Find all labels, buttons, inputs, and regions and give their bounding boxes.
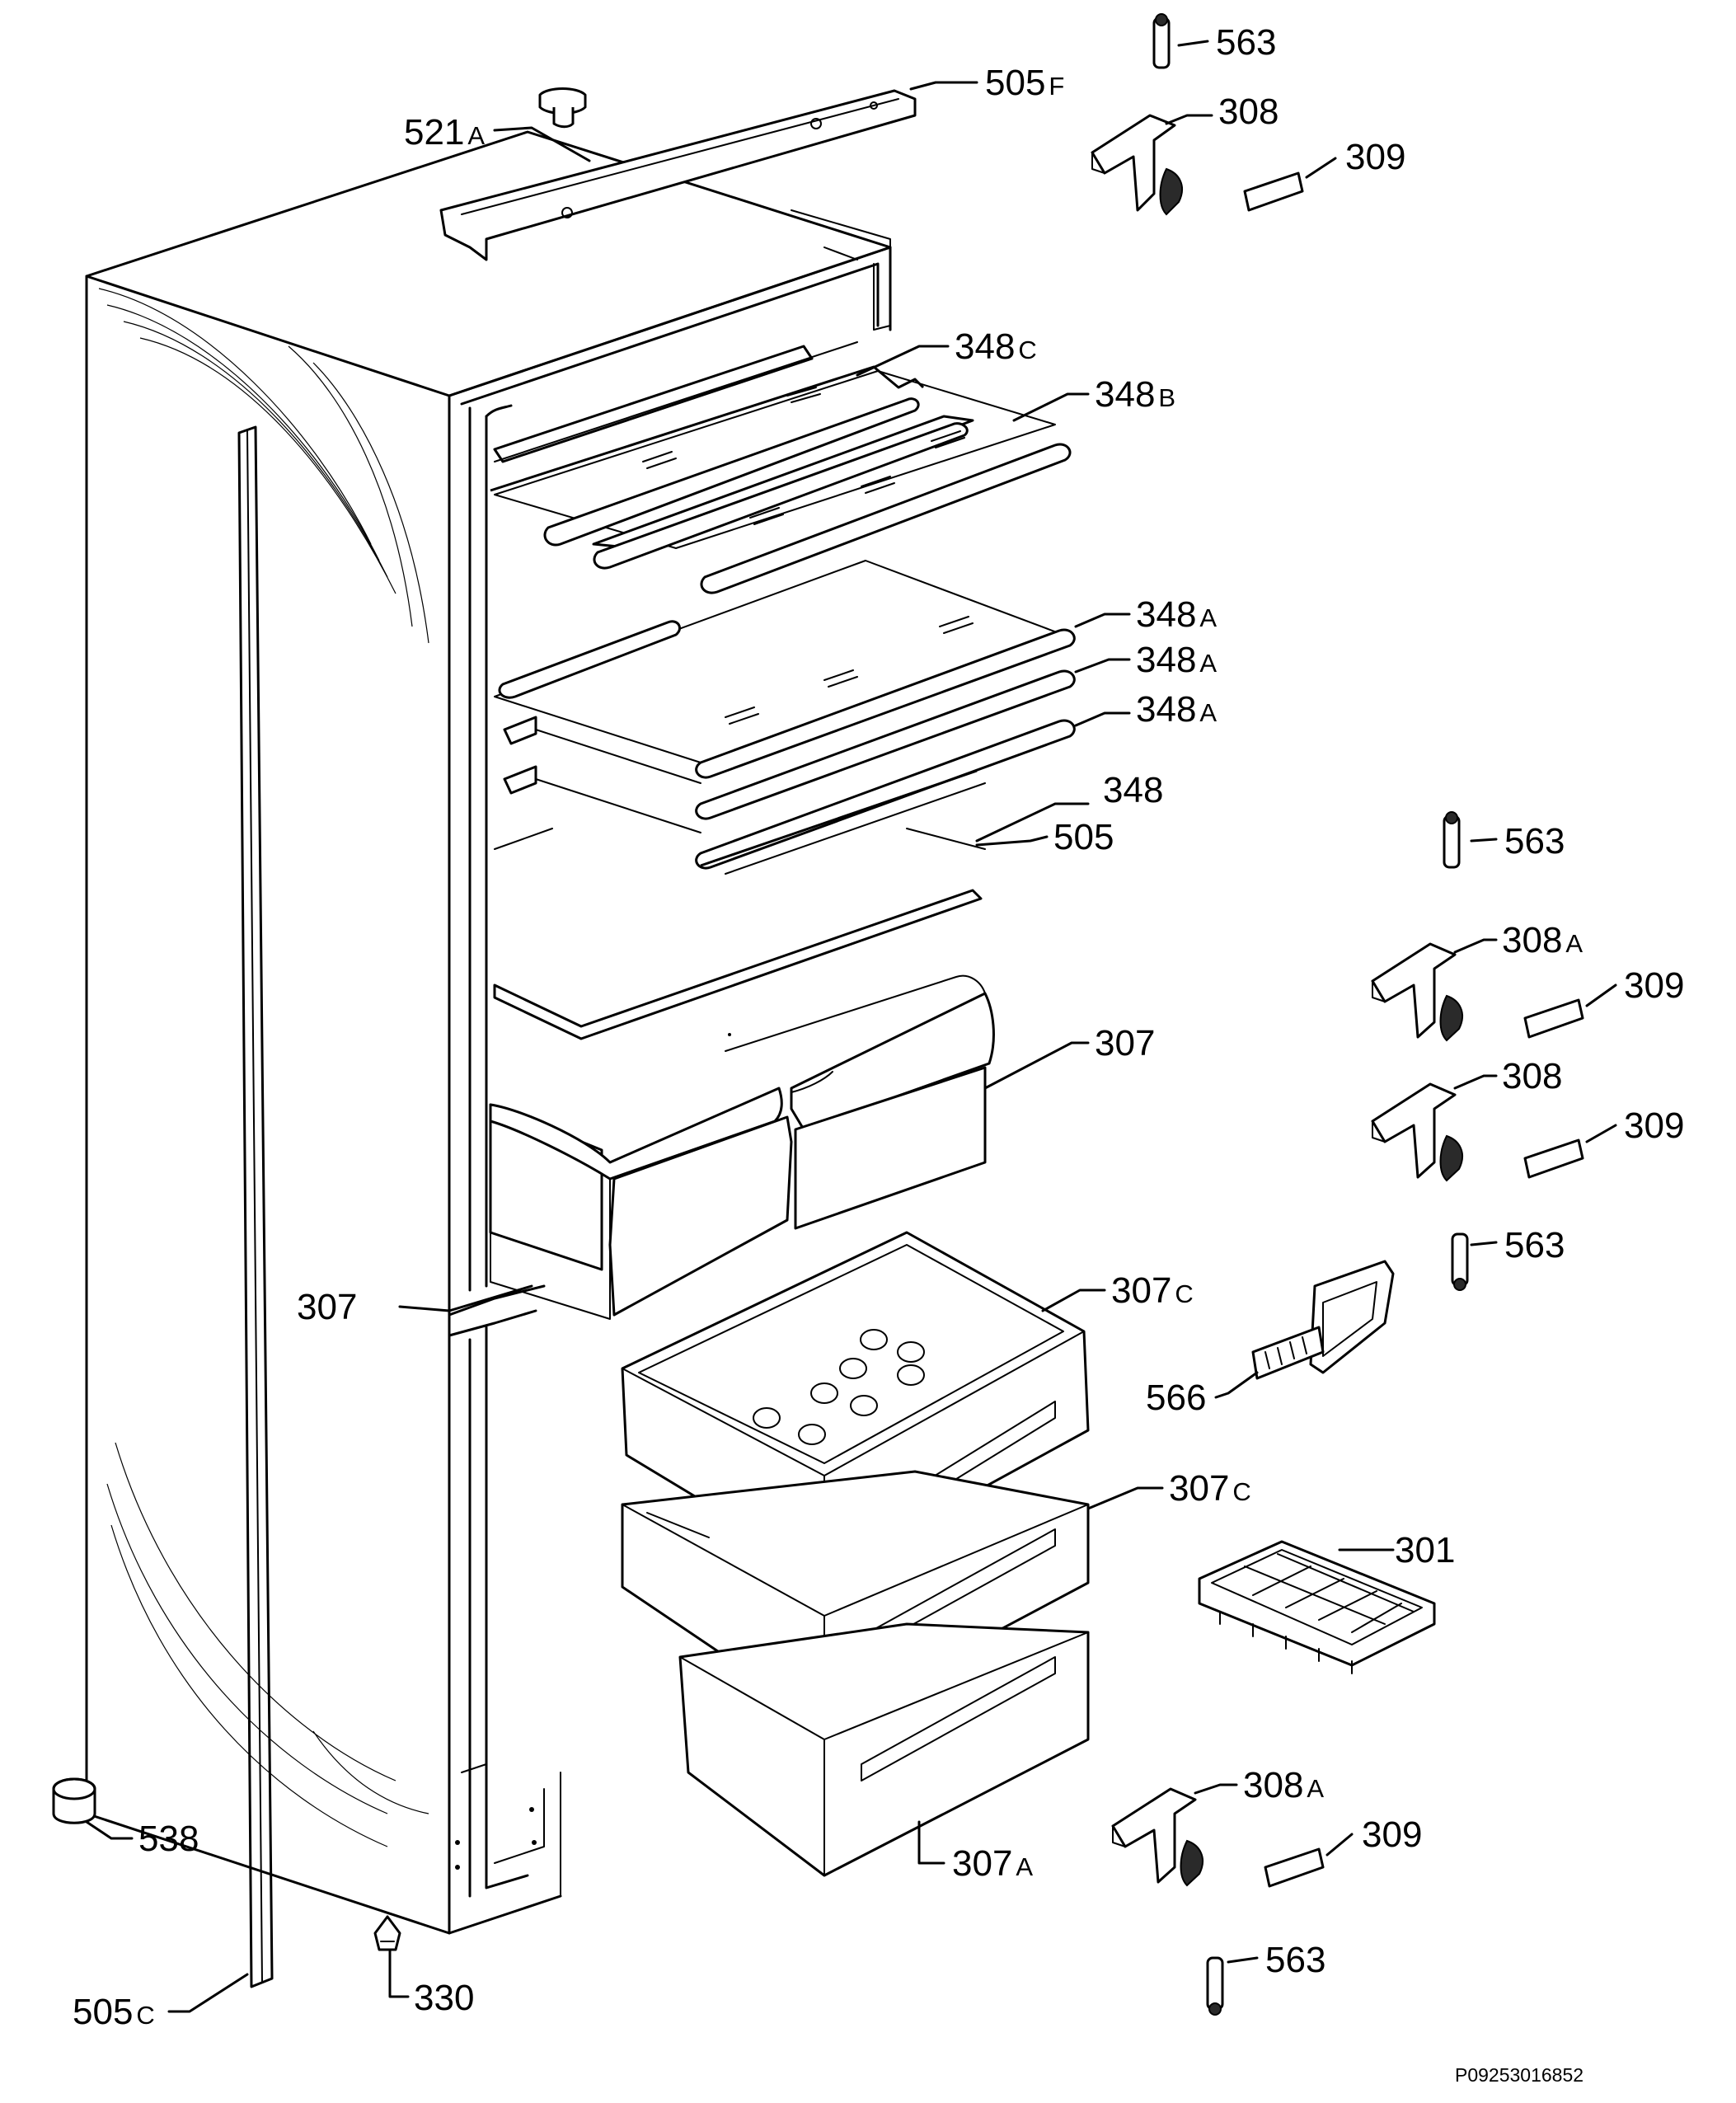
label-308-top: 308	[1218, 92, 1279, 132]
ice-tray-301-drawing	[1198, 1540, 1436, 1674]
top-bracket-drawing	[439, 89, 917, 261]
cabinet-side-shading	[98, 288, 429, 1847]
pin-563-top-drawing	[1152, 13, 1171, 69]
clip-330-drawing	[373, 1915, 401, 1951]
label-348: 348	[1103, 770, 1163, 810]
hinge-308-mid-drawing	[1371, 1082, 1463, 1182]
label-563-mid: 563	[1504, 821, 1565, 861]
plate-309-mid1-drawing	[1523, 998, 1584, 1039]
label-307-right: 307	[1095, 1023, 1155, 1063]
hinge-308a-low-drawing	[1111, 1787, 1203, 1887]
label-563-bottom: 563	[1265, 1940, 1325, 1980]
freezer-baskets-drawing	[621, 1231, 1090, 1877]
pin-563-bottom-drawing	[1206, 1956, 1224, 2016]
shelves-drawing	[490, 341, 1076, 1040]
label-563-low: 563	[1504, 1225, 1565, 1265]
scraper-566-drawing	[1251, 1260, 1395, 1380]
hinge-308-top-drawing	[1091, 114, 1183, 216]
knob-drawing	[538, 87, 587, 129]
label-309-mid1: 309	[1624, 965, 1684, 1006]
label-505: 505	[1053, 817, 1114, 857]
label-307-left: 307	[297, 1287, 357, 1327]
foot-538-drawing	[52, 1777, 96, 1824]
plate-309-top-drawing	[1243, 171, 1304, 212]
cabinet-drawing	[85, 130, 892, 1988]
label-309-top: 309	[1345, 137, 1405, 177]
basket-holes	[753, 1329, 925, 1445]
crisper-drawers-drawing	[489, 974, 995, 1320]
label-330: 330	[414, 1978, 474, 2018]
label-309-mid2: 309	[1624, 1105, 1684, 1146]
pin-563-low-drawing	[1451, 1232, 1469, 1291]
plate-309-low-drawing	[1264, 1847, 1325, 1888]
label-309-low: 309	[1362, 1814, 1422, 1855]
hardware-drawing	[52, 13, 1584, 2016]
label-301: 301	[1395, 1530, 1455, 1570]
label-308-mid: 308	[1502, 1056, 1562, 1096]
label-563-top: 563	[1216, 22, 1276, 63]
label-538: 538	[138, 1819, 199, 1859]
label-566: 566	[1146, 1378, 1206, 1418]
leader-lines	[85, 40, 1617, 2013]
pin-563-mid-drawing	[1443, 811, 1461, 869]
hinge-308a-mid-drawing	[1371, 942, 1463, 1042]
plate-309-mid2-drawing	[1523, 1138, 1584, 1179]
document-code: P09253016852	[1455, 2064, 1584, 2086]
